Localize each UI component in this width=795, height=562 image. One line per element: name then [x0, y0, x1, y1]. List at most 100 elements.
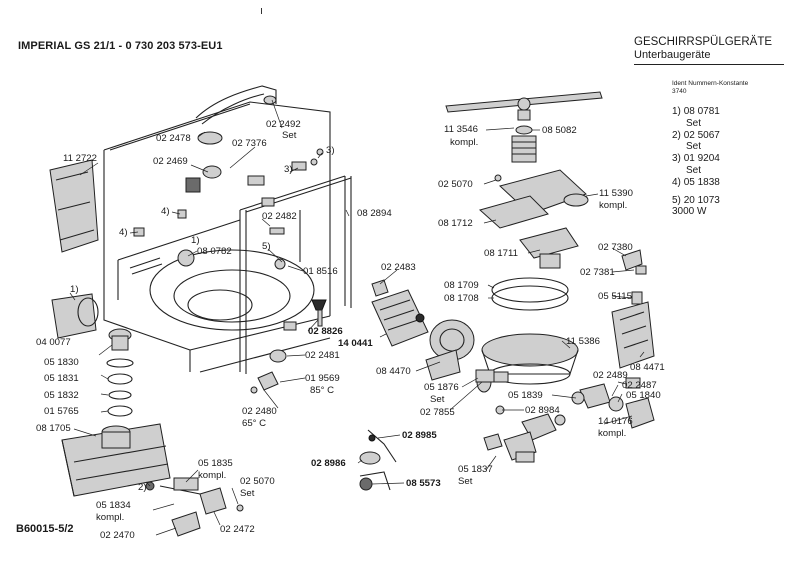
callout-label: 01 5765: [44, 406, 79, 417]
callout-label: 4): [119, 227, 128, 238]
callout-label: kompl.: [599, 200, 627, 211]
callout-label: 02 2472: [220, 524, 255, 535]
ident-label: Ident Nummern-Konstante: [672, 80, 749, 87]
callout-label: Set: [282, 130, 297, 141]
callout-label: 05 1876: [424, 382, 459, 393]
callout-labels: 11 2722 02 2478 02 2492 Set 02 7376 02 2…: [36, 119, 665, 541]
callout-label: 1): [191, 235, 200, 246]
subcategory-title: Unterbaugeräte: [634, 49, 711, 61]
model-title: IMPERIAL GS 21/1 - 0 730 203 573-EU1: [18, 40, 223, 52]
callout-label: 02 8826: [308, 326, 343, 337]
callout-label: 02 5070: [438, 179, 473, 190]
category-heading: GESCHIRRSPÜLGERÄTE Unterbaugeräte: [634, 36, 772, 62]
callout-label: 02 8986: [311, 458, 346, 469]
callout-label: 85° C: [310, 385, 334, 396]
legend-note: Set: [686, 141, 702, 153]
drawing-id: B60015-5/2: [16, 523, 74, 535]
callout-label: 05 1831: [44, 373, 79, 384]
callout-label: 02 7381: [580, 267, 615, 278]
callout-label: 08 5573: [406, 478, 441, 489]
callout-label: 02 2487: [622, 380, 657, 391]
legend-note: Set: [686, 164, 702, 176]
tub-frame-drawing: [49, 85, 352, 394]
legend-key: 2): [672, 129, 681, 141]
callout-label: 08 2894: [357, 208, 392, 219]
legend-part: 01 9204: [683, 153, 720, 165]
callout-label: 04 0077: [36, 337, 71, 348]
legend-part: 02 5067: [683, 129, 720, 141]
legend-key: 5): [672, 194, 681, 206]
callout-label: 01 9569: [305, 373, 340, 384]
legend-key: 3): [672, 153, 681, 165]
callout-label: 05 1834: [96, 500, 131, 511]
callout-label: kompl.: [96, 512, 124, 523]
callout-label: kompl.: [598, 428, 626, 439]
callout-label: 05 1830: [44, 357, 79, 368]
callout-label: Set: [458, 476, 473, 487]
callout-label: 14 0441: [338, 338, 373, 349]
callout-label: Set: [430, 394, 445, 405]
callout-label: 02 2492: [266, 119, 301, 130]
legend-note: 3000 W: [672, 206, 707, 218]
spray-arm-and-sump-drawing: [359, 91, 655, 491]
callout-label: 08 4471: [630, 362, 665, 373]
callout-label: 3): [284, 164, 293, 175]
callout-label: 02 7376: [232, 138, 267, 149]
callout-label: 02 8984: [525, 405, 560, 416]
callout-label: 05 1839: [508, 390, 543, 401]
callout-label: 02 2482: [262, 211, 297, 222]
callout-label: 05 5115: [598, 291, 632, 302]
callout-label: 05 1840: [626, 390, 661, 401]
callout-label: 08 5082: [542, 125, 577, 136]
callout-label: 08 1711: [484, 248, 518, 259]
ident-block: Ident Nummern-Konstante 3740: [672, 80, 748, 96]
callout-label: 11 3546: [444, 124, 478, 135]
legend-item: 3) 01 9204 Set: [672, 153, 720, 177]
callout-label: 08 1712: [438, 218, 473, 229]
footnote-legend: 1) 08 0781 Set 2) 02 5067 Set 3) 01 9204…: [672, 106, 720, 218]
callout-label: 02 2480: [242, 406, 277, 417]
callout-label: 02 2469: [153, 156, 188, 167]
callout-label: kompl.: [450, 137, 478, 148]
callout-label: 4): [161, 206, 170, 217]
callout-label: kompl.: [198, 470, 226, 481]
callout-label: 02 8985: [402, 430, 437, 441]
callout-label: 05 1832: [44, 390, 79, 401]
callout-label: 08 4470: [376, 366, 411, 377]
callout-label: 11 2722: [63, 153, 97, 164]
callout-label: 02 2483: [381, 262, 416, 273]
callout-label: 02 2478: [156, 133, 191, 144]
callout-label: 02 2489: [593, 370, 628, 381]
callout-label: 02 7380: [598, 242, 633, 253]
callout-label: 01 8516: [303, 266, 338, 277]
callout-label: 14 0176: [598, 416, 633, 427]
category-title: GESCHIRRSPÜLGERÄTE: [634, 36, 773, 48]
callout-label: 08 1705: [36, 423, 71, 434]
callout-label: 02 2470: [100, 530, 135, 541]
top-registration-mark: [261, 8, 262, 14]
water-softener-drawing: [51, 293, 244, 537]
callout-label: 02 2481: [305, 350, 340, 361]
leader-lines: [69, 99, 645, 536]
callout-label: 02 7855: [420, 407, 455, 418]
callout-label: 3): [326, 145, 335, 156]
callout-label: 2): [138, 482, 147, 493]
callout-label: 02 5070: [240, 476, 275, 487]
callout-label: 05 1837: [458, 464, 493, 475]
legend-item: 1) 08 0781 Set: [672, 106, 720, 130]
legend-key: 1): [672, 106, 681, 117]
legend-key: 4): [672, 176, 681, 188]
callout-label: 11 5386: [566, 336, 600, 347]
legend-part: 05 1838: [683, 176, 720, 188]
ident-value: 3740: [672, 88, 687, 95]
legend-part: 20 1073: [683, 194, 720, 206]
callout-label: 08 0782: [197, 246, 232, 257]
header-rule: [634, 64, 784, 65]
legend-part: 08 0781: [683, 106, 720, 117]
callout-label: 5): [262, 241, 271, 252]
callout-label: Set: [240, 488, 255, 499]
legend-note: Set: [686, 117, 702, 129]
callout-label: 08 1708: [444, 293, 479, 304]
callout-label: 65° C: [242, 418, 266, 429]
